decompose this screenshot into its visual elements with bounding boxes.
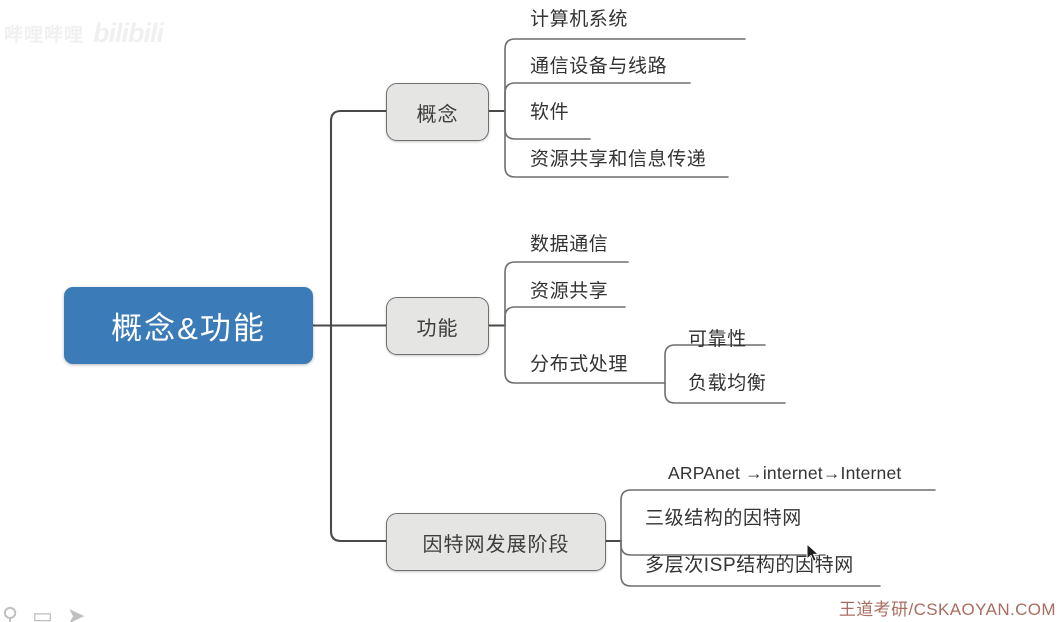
leaf-distributed-reliability[interactable]: 可靠性 [688, 329, 747, 350]
leaf-concept-comm-devices-lines[interactable]: 通信设备与线路 [530, 56, 668, 77]
branch-node-internet[interactable]: 因特网发展阶段 [386, 513, 606, 571]
internet-child-2 [620, 540, 826, 556]
site-watermark: 王道考研/CSKAOYAN.COM [838, 600, 1056, 619]
branch-node-function-label: 功能 [416, 317, 459, 340]
leaf-function-distributed-processing[interactable]: 分布式处理 [530, 354, 629, 375]
mouse-cursor [806, 543, 820, 562]
leaf-internet-three-tier[interactable]: 三级结构的因特网 [645, 508, 802, 529]
root-node[interactable]: 概念&功能 [64, 287, 313, 364]
pin-icon[interactable]: ⚲ [2, 603, 19, 622]
leaf-internet-arpanet-evolution[interactable]: ARPAnet →internet→Internet [668, 463, 902, 483]
leaf-internet-multi-tier-isp[interactable]: 多层次ISP结构的因特网 [645, 555, 854, 576]
player-toolbar-icons: ⚲ ▭ ➤ [2, 600, 85, 622]
branch-node-internet-label: 因特网发展阶段 [422, 533, 570, 556]
bilibili-watermark-cn: 哔哩哔哩 [4, 24, 85, 46]
bilibili-watermark-en: bilibili [93, 17, 164, 48]
leaf-concept-resource-sharing-info[interactable]: 资源共享和信息传递 [530, 149, 707, 170]
branch-node-function[interactable]: 功能 [386, 297, 489, 355]
leaf-distributed-load-balancing[interactable]: 负载均衡 [688, 373, 767, 394]
send-icon[interactable]: ➤ [66, 603, 86, 622]
leaf-concept-software[interactable]: 软件 [530, 102, 570, 123]
trunk-to-concept [329, 109, 388, 327]
bilibili-watermark: 哔哩哔哩 bilibili [4, 12, 164, 54]
leaf-function-data-communication[interactable]: 数据通信 [530, 234, 609, 255]
trunk-to-internet [329, 324, 388, 543]
branch-node-concept-label: 概念 [416, 103, 459, 126]
screen-icon[interactable]: ▭ [32, 603, 53, 622]
branch-node-concept[interactable]: 概念 [386, 83, 489, 141]
root-node-label: 概念&功能 [111, 311, 266, 346]
leaf-function-resource-sharing[interactable]: 资源共享 [530, 281, 609, 302]
leaf-concept-computer-system[interactable]: 计算机系统 [530, 9, 629, 30]
function-child-2 [504, 306, 626, 327]
